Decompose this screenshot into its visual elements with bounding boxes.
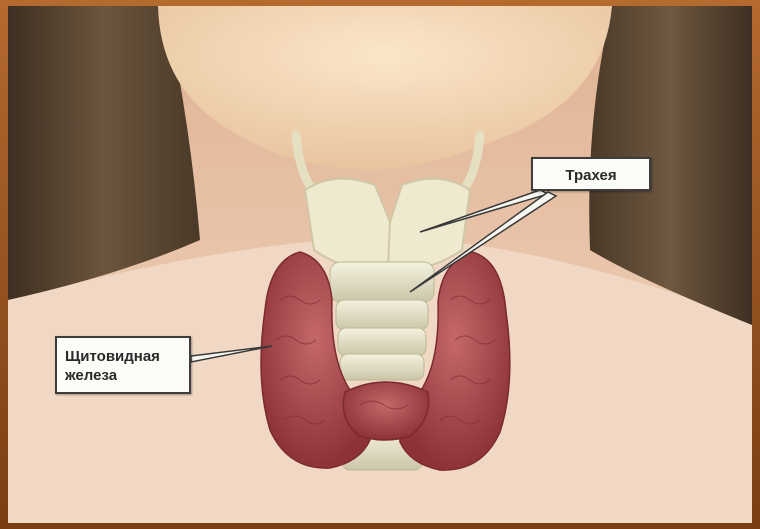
neck-anatomy-svg	[8, 6, 752, 523]
thyroid-label-line1: Щитовидная	[65, 347, 189, 366]
trachea-label: Трахея	[531, 157, 651, 191]
thyroid-label-line2: железа	[65, 366, 189, 385]
trachea-label-text: Трахея	[565, 167, 616, 184]
thyroid-label: Щитовидная железа	[55, 336, 191, 394]
anatomy-illustration	[8, 6, 752, 523]
